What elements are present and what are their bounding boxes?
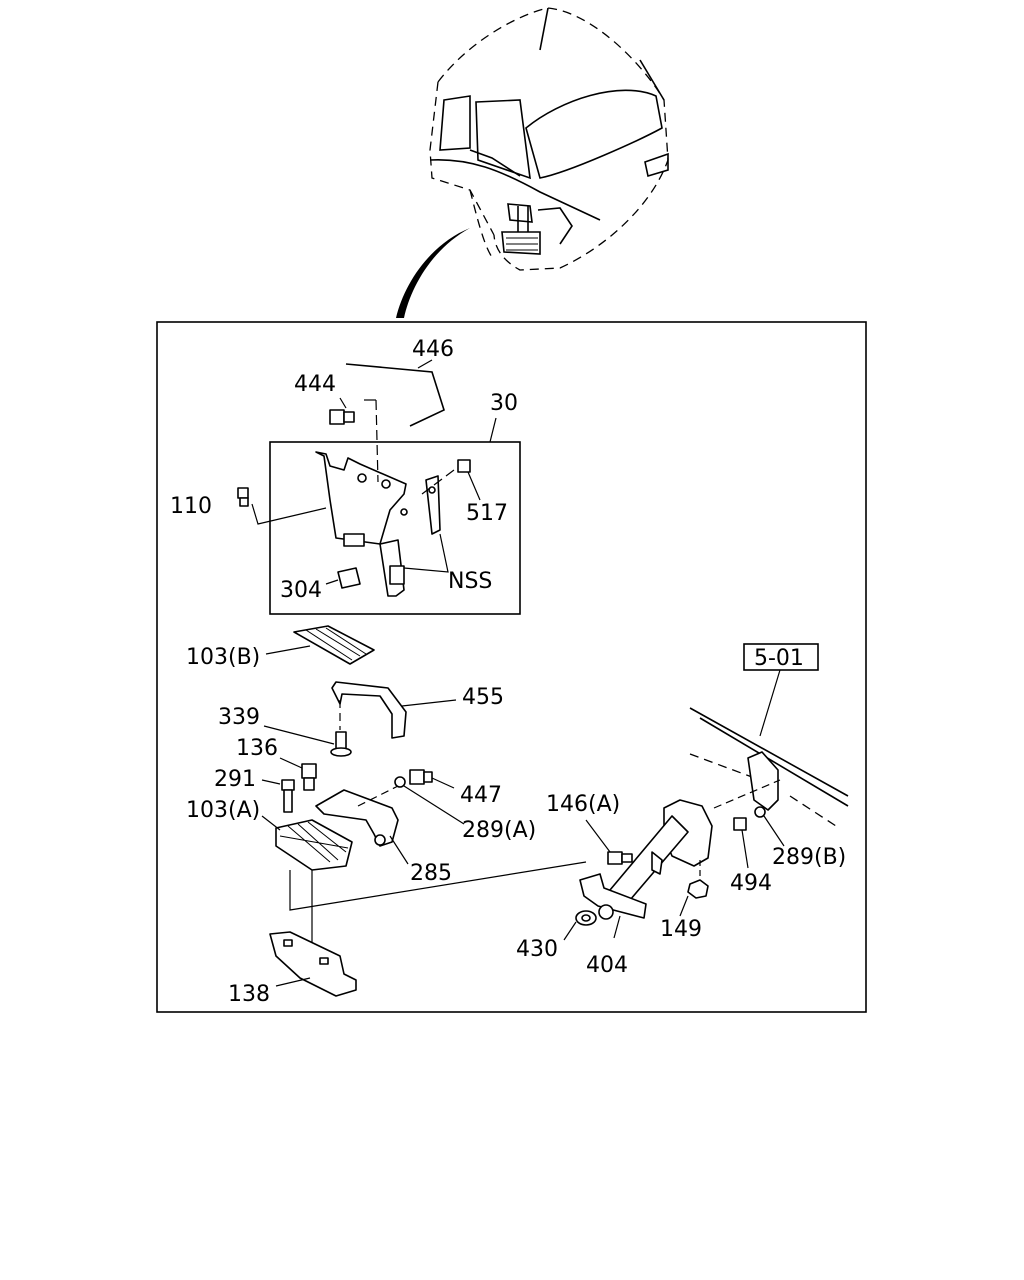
callout-285: 285 xyxy=(410,861,452,886)
frame-rail-5-01 xyxy=(689,669,849,827)
part-103b-step-pad xyxy=(265,625,375,665)
callout-447: 447 xyxy=(460,783,502,808)
part-517-bolt xyxy=(457,459,481,501)
detail-frame xyxy=(156,321,867,1013)
part-136-bolt xyxy=(279,757,317,791)
part-138-cover xyxy=(269,931,357,997)
callout-nss: NSS xyxy=(448,569,492,594)
assembly-30-box xyxy=(269,441,521,615)
part-289a-washer xyxy=(394,776,465,825)
callout-430: 430 xyxy=(516,937,558,962)
callout-517: 517 xyxy=(466,501,508,526)
detail-pointer-arrow xyxy=(396,228,470,318)
truck-cab-illustration xyxy=(429,7,669,271)
part-494-bolt xyxy=(713,779,781,869)
callout-136: 136 xyxy=(236,736,278,761)
callout-339: 339 xyxy=(218,705,260,730)
part-455-bracket xyxy=(331,681,457,739)
callout-446: 446 xyxy=(412,337,454,362)
part-146a-bolt xyxy=(585,819,633,865)
part-339-pin xyxy=(263,700,352,757)
part-103a-step-pad xyxy=(261,815,353,871)
part-285-bracket xyxy=(315,785,409,865)
callout-103b: 103(B) xyxy=(186,645,260,670)
part-447-bolt xyxy=(409,769,455,789)
callout-455: 455 xyxy=(462,685,504,710)
callout-103a: 103(A) xyxy=(186,798,260,823)
part-444-bolt xyxy=(329,397,355,425)
callout-404: 404 xyxy=(586,953,628,978)
part-304-clip xyxy=(325,567,361,589)
ref-box-5-01 xyxy=(743,643,819,671)
part-30-bracket xyxy=(315,451,441,597)
part-430-washer xyxy=(563,910,597,941)
part-291-bolt xyxy=(261,779,295,813)
callout-146a: 146(A) xyxy=(546,792,620,817)
callout-494: 494 xyxy=(730,871,772,896)
callout-30: 30 xyxy=(490,391,518,416)
callout-110: 110 xyxy=(170,494,212,519)
callout-444: 444 xyxy=(294,372,336,397)
callout-138: 138 xyxy=(228,982,270,1007)
callout-291: 291 xyxy=(214,767,256,792)
part-289b-bracket xyxy=(747,751,785,847)
callout-149: 149 xyxy=(660,917,702,942)
part-446-rod xyxy=(345,363,445,427)
part-404-step-bracket xyxy=(579,799,713,939)
callout-304: 304 xyxy=(280,578,322,603)
part-149-nut xyxy=(679,860,709,917)
callout-289b: 289(B) xyxy=(772,845,846,870)
callout-289a: 289(A) xyxy=(462,818,536,843)
callout-5-01: 5-01 xyxy=(754,646,804,671)
part-110-bolt xyxy=(237,487,249,507)
